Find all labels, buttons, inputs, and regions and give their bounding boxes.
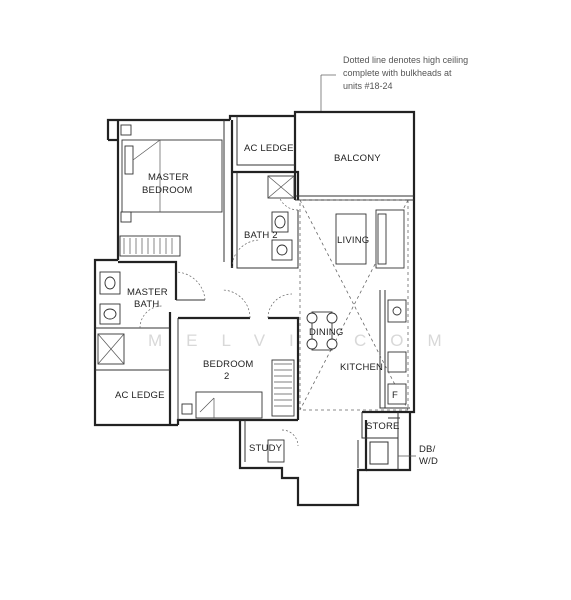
bedroom2-furniture — [181, 359, 295, 419]
note-line-1: Dotted line denotes high ceiling — [343, 55, 468, 65]
note-line-3: units #18-24 — [343, 81, 393, 91]
master-bedroom-label-2: BEDROOM — [142, 185, 193, 196]
note-line-2: complete with bulkheads at — [343, 68, 452, 78]
fridge-label: F — [392, 390, 398, 401]
study-desk — [267, 439, 285, 463]
study-label: STUDY — [249, 443, 283, 454]
living-furniture — [335, 209, 405, 269]
master-bath-label-1: MASTER — [127, 287, 168, 298]
master-bedroom-bed — [121, 139, 223, 213]
living-label: LIVING — [337, 235, 369, 246]
interior-walls — [95, 116, 414, 470]
bedroom-2-label-2: 2 — [224, 371, 229, 382]
dining-table — [306, 311, 338, 351]
watermark: MELVINCOM — [148, 331, 466, 350]
kitchen-fixtures — [387, 299, 407, 405]
master-wardrobe — [119, 235, 181, 257]
db-wd-label-1: DB/ — [419, 444, 436, 455]
high-ceiling-outline — [299, 199, 409, 411]
ac-unit-icon — [120, 124, 132, 136]
master-bath-label-2: BATH — [134, 299, 159, 310]
bath2-fixtures — [267, 175, 295, 261]
bedroom-2-label-1: BEDROOM — [203, 359, 254, 370]
db-wd-label-2: W/D — [419, 456, 438, 467]
master-bath-fixtures — [97, 271, 125, 365]
bath-2-label: BATH 2 — [244, 230, 278, 241]
kitchen-label: KITCHEN — [340, 362, 383, 373]
ac-ledge-bottom-label: AC LEDGE — [115, 390, 165, 401]
store-label: STORE — [366, 421, 400, 432]
ac-ledge-top-label: AC LEDGE — [244, 143, 294, 154]
dining-label: DINING — [309, 327, 343, 338]
exterior-walls — [93, 110, 416, 507]
ac-unit-icon — [120, 211, 132, 223]
master-bedroom-label-1: MASTER — [148, 172, 189, 183]
balcony-label: BALCONY — [334, 153, 381, 164]
